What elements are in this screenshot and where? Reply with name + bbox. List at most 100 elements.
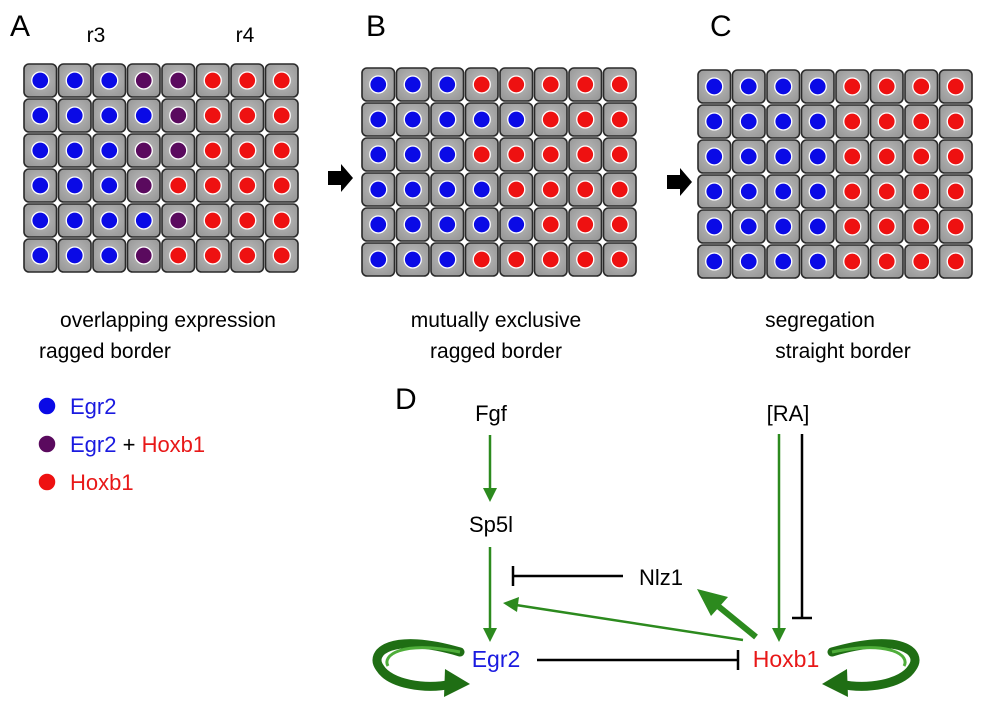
panel-a: A r3 r4 overlapping expression ragged bo… <box>10 10 299 363</box>
cell-hoxb1 <box>230 203 265 238</box>
cell-hoxb1 <box>533 242 568 277</box>
panel-a-caption-line1: overlapping expression <box>60 309 276 332</box>
cell-hoxb1 <box>195 63 230 98</box>
cell-egr2 <box>430 137 465 172</box>
cell-egr2 <box>697 139 732 174</box>
cell-egr2-hoxb1 <box>126 238 161 273</box>
node-hoxb1: Hoxb1 <box>753 646 819 672</box>
cell-egr2 <box>57 63 92 98</box>
cell-egr2 <box>92 63 127 98</box>
cell-hoxb1 <box>938 139 973 174</box>
cell-egr2 <box>92 168 127 203</box>
cell-egr2 <box>395 242 430 277</box>
arrow-a-to-b <box>328 164 353 192</box>
cell-hoxb1 <box>869 174 904 209</box>
edge-hoxb1-activates-egr2 <box>503 597 744 642</box>
legend-dot-egr2 <box>37 396 57 416</box>
cell-egr2 <box>57 203 92 238</box>
edge-egr2-hoxb1-mutual-repression <box>537 650 740 670</box>
cell-hoxb1 <box>533 137 568 172</box>
panel-c: C segregation straight border <box>697 10 973 363</box>
edge-sp5l-activates-egr2 <box>483 547 497 642</box>
panel-a-letter: A <box>10 10 30 43</box>
cell-egr2 <box>464 102 499 137</box>
cell-egr2 <box>92 203 127 238</box>
node-sp5l: Sp5l <box>469 512 513 537</box>
cell-hoxb1 <box>938 174 973 209</box>
cell-egr2 <box>697 244 732 279</box>
cell-hoxb1 <box>464 242 499 277</box>
cell-egr2 <box>23 168 58 203</box>
panel-d-network: D Fgf [RA] Sp5l Nlz1 Egr2 Hoxb1 <box>372 383 920 697</box>
edge-nlz1-represses <box>511 566 623 586</box>
cell-egr2 <box>731 69 766 104</box>
cell-hoxb1 <box>835 244 870 279</box>
cell-hoxb1 <box>869 69 904 104</box>
cell-grid-b <box>361 67 637 277</box>
cell-hoxb1 <box>835 69 870 104</box>
cell-egr2 <box>731 174 766 209</box>
cell-hoxb1 <box>835 209 870 244</box>
cell-egr2 <box>57 168 92 203</box>
cell-hoxb1 <box>230 63 265 98</box>
legend-dot-hoxb1 <box>37 472 57 492</box>
node-fgf: Fgf <box>475 401 508 426</box>
cell-hoxb1 <box>869 104 904 139</box>
panel-c-caption-line2: straight border <box>775 340 910 363</box>
cell-hoxb1 <box>602 102 637 137</box>
cell-hoxb1 <box>904 209 939 244</box>
cell-egr2 <box>57 98 92 133</box>
cell-egr2 <box>800 244 835 279</box>
cell-egr2 <box>464 172 499 207</box>
panel-c-caption-line1: segregation <box>765 309 875 332</box>
cell-egr2 <box>395 102 430 137</box>
hoxb1-autoactivation-loop-icon <box>822 639 920 697</box>
cell-hoxb1 <box>869 139 904 174</box>
legend-label-egr2-hoxb1: Egr2 + Hoxb1 <box>70 432 205 457</box>
cell-hoxb1 <box>904 244 939 279</box>
cell-hoxb1 <box>938 244 973 279</box>
region-label-r4: r4 <box>236 24 255 47</box>
arrow-b-to-c <box>667 168 692 196</box>
cell-hoxb1 <box>602 242 637 277</box>
cell-hoxb1 <box>568 242 603 277</box>
cell-egr2 <box>430 242 465 277</box>
legend-hoxb1-part: Hoxb1 <box>142 432 206 457</box>
cell-egr2-hoxb1 <box>161 98 196 133</box>
cell-egr2 <box>430 102 465 137</box>
cell-egr2 <box>23 133 58 168</box>
cell-egr2 <box>430 207 465 242</box>
cell-egr2 <box>697 209 732 244</box>
cell-grid-a <box>23 63 299 273</box>
cell-hoxb1 <box>264 133 299 168</box>
cell-hoxb1 <box>602 207 637 242</box>
cell-hoxb1 <box>938 69 973 104</box>
edge-fgf-activates-sp5l <box>483 435 497 502</box>
legend-label-egr2: Egr2 <box>70 394 116 419</box>
cell-egr2 <box>766 244 801 279</box>
cell-egr2 <box>499 102 534 137</box>
cell-egr2 <box>464 207 499 242</box>
cell-hoxb1 <box>533 172 568 207</box>
cell-egr2 <box>766 104 801 139</box>
cell-hoxb1 <box>499 242 534 277</box>
cell-egr2 <box>395 137 430 172</box>
legend-egr2-text: Egr2 <box>70 394 116 419</box>
edge-hoxb1-activates-nlz1 <box>697 589 758 640</box>
cell-hoxb1 <box>533 207 568 242</box>
cell-hoxb1 <box>904 104 939 139</box>
panel-b-caption-line1: mutually exclusive <box>411 309 581 332</box>
panel-d-letter: D <box>395 383 417 416</box>
cell-egr2 <box>23 203 58 238</box>
cell-hoxb1 <box>499 67 534 102</box>
legend-dot-egr2-hoxb1 <box>37 434 57 454</box>
cell-hoxb1 <box>499 172 534 207</box>
legend-plus-part: + <box>116 432 141 457</box>
cell-hoxb1 <box>264 63 299 98</box>
cell-egr2-hoxb1 <box>161 133 196 168</box>
cell-egr2 <box>361 242 396 277</box>
cell-egr2 <box>126 203 161 238</box>
cell-hoxb1 <box>904 139 939 174</box>
cell-hoxb1 <box>533 67 568 102</box>
